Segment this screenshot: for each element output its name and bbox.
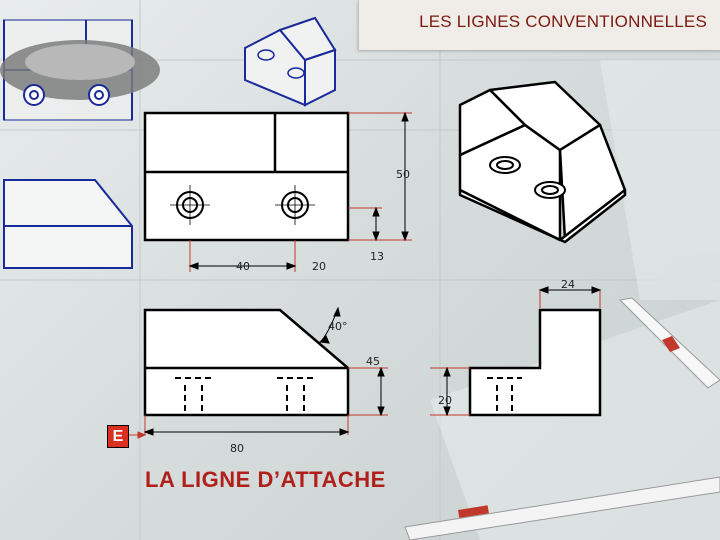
slide-title: LES LIGNES CONVENTIONNELLES bbox=[419, 12, 707, 31]
dimension-label-80: 80 bbox=[230, 442, 244, 455]
isometric-view bbox=[458, 80, 627, 244]
dimension-label-angle: 40° bbox=[328, 320, 348, 333]
dimension-label-24: 24 bbox=[561, 278, 575, 291]
side-view bbox=[468, 308, 602, 417]
decorative-profile-sketch bbox=[3, 179, 133, 269]
front-view bbox=[143, 111, 350, 242]
dimension-lines bbox=[144, 112, 601, 435]
decorative-iso-sketch bbox=[244, 16, 337, 107]
dimension-label-13: 13 bbox=[370, 250, 384, 263]
subtitle: LA LIGNE D’ATTACHE bbox=[145, 467, 386, 492]
dimension-label-50: 50 bbox=[396, 168, 410, 181]
top-view-hidden-lines bbox=[175, 377, 314, 415]
callout-arrow bbox=[128, 431, 147, 439]
title-banner: LES LIGNES CONVENTIONNELLES bbox=[358, 0, 720, 50]
top-view bbox=[143, 308, 350, 417]
callout-e-label: E bbox=[107, 425, 129, 448]
dimension-label-20: 20 bbox=[312, 260, 326, 273]
pencil-illustration bbox=[404, 297, 720, 540]
dimension-label-20-side: 20 bbox=[438, 394, 452, 407]
dimension-label-45: 45 bbox=[366, 355, 380, 368]
dimension-label-40: 40 bbox=[236, 260, 250, 273]
